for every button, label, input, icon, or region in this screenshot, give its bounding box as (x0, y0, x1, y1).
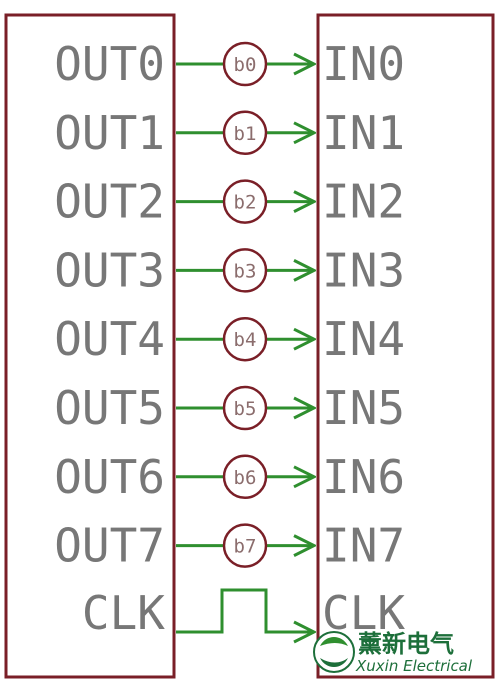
bit-label: b2 (234, 192, 257, 214)
bit-bubble (222, 316, 268, 362)
out-pin-label: OUT1 (54, 106, 165, 160)
bit-bubble (222, 179, 268, 224)
logo-leaf-icon-lower (320, 658, 348, 667)
bit-bubble (222, 110, 268, 156)
bit-label: b5 (234, 398, 257, 420)
in-pin-label: IN5 (322, 381, 405, 435)
out-pin-label: OUT0 (54, 37, 165, 91)
in-pin-label: IN3 (322, 243, 405, 297)
in-pin-label: IN0 (322, 37, 405, 91)
in-pin-label: IN6 (322, 450, 405, 504)
watermark-latin: Xuxin Electrical (355, 657, 473, 675)
bit-bubble (222, 454, 268, 500)
channel-row: OUT0 b0 IN0 (54, 37, 405, 91)
logo-leaf-icon (320, 637, 348, 646)
clock-out-label: CLK (82, 586, 165, 640)
bit-label: b3 (234, 260, 257, 282)
bit-label: b1 (234, 123, 257, 145)
bit-bubble (222, 523, 268, 568)
channel-row: OUT1 b1 IN1 (54, 106, 405, 160)
bit-label: b7 (234, 536, 257, 558)
watermark-logo: 薰新电气 Xuxin Electrical (313, 630, 473, 675)
bit-label: b0 (234, 54, 257, 76)
channel-row: OUT7 b7 IN7 (54, 519, 405, 573)
bit-bubble (222, 41, 268, 87)
channel-row: OUT3 b3 IN3 (54, 243, 405, 297)
in-pin-label: IN7 (322, 519, 405, 573)
bit-bubble (222, 385, 268, 431)
output-block (4, 13, 176, 679)
channel-row: OUT5 b5 IN5 (54, 381, 405, 435)
clock-connection: CLK CLK (82, 586, 405, 640)
channel-row: OUT6 b6 IN6 (54, 450, 405, 504)
watermark-chinese: 薰新电气 (358, 630, 454, 658)
out-pin-label: OUT5 (54, 381, 165, 435)
out-pin-label: OUT6 (54, 450, 165, 504)
out-pin-label: OUT2 (54, 175, 165, 229)
out-pin-label: OUT3 (54, 243, 165, 297)
input-block (316, 13, 495, 679)
in-pin-label: IN1 (322, 106, 405, 160)
out-pin-label: OUT4 (54, 312, 165, 366)
in-pin-label: IN4 (322, 312, 405, 366)
clock-pulse-wire (176, 588, 314, 632)
channel-row: OUT2 b2 IN2 (54, 175, 405, 229)
in-pin-label: IN2 (322, 175, 405, 229)
bit-label: b4 (234, 329, 257, 351)
out-pin-label: OUT7 (54, 519, 165, 573)
clock-in-label: CLK (322, 586, 405, 640)
channel-row: OUT4 b4 IN4 (54, 312, 405, 366)
bit-bubble (222, 248, 268, 293)
bit-label: b6 (234, 467, 257, 489)
